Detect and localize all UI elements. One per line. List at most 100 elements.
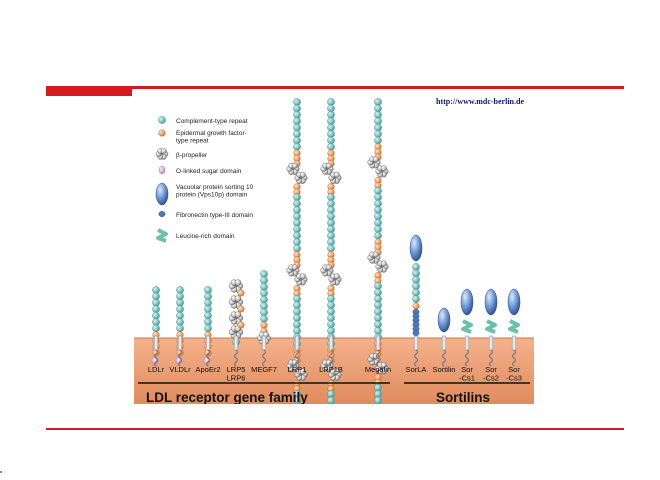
beta-propeller <box>320 162 334 175</box>
receptor-ldlr: LDLr <box>148 286 165 374</box>
complement-repeat <box>412 295 420 303</box>
transmembrane-segment <box>375 335 381 351</box>
complement-repeat <box>152 311 160 320</box>
cytoplasmic-tail <box>153 349 159 367</box>
complement-repeat <box>293 104 301 113</box>
complement-repeat <box>374 130 382 138</box>
receptor-label: LDLr <box>148 365 165 374</box>
complement-repeat <box>158 116 166 124</box>
receptor-label: Sor-Cs1 <box>459 365 475 383</box>
complement-repeat <box>293 199 301 208</box>
complement-repeat <box>327 206 335 214</box>
legend-label-leucine-rich: Leucine-rich domain <box>176 233 235 240</box>
cytoplasmic-tail <box>177 349 183 367</box>
complement-repeat <box>327 314 335 322</box>
complement-repeat <box>204 311 212 320</box>
complement-repeat <box>152 318 160 326</box>
transmembrane-segment <box>205 335 211 351</box>
vps10p-domain <box>155 182 169 206</box>
transmembrane-segment <box>233 335 239 351</box>
complement-repeat <box>293 244 301 253</box>
vps10p-domain <box>409 234 423 262</box>
complement-repeat <box>204 298 212 307</box>
complement-repeat <box>412 282 420 290</box>
complement-repeat <box>293 307 301 316</box>
source-url[interactable]: http://www.mdc-berlin.de <box>436 97 524 106</box>
complement-repeat <box>293 231 301 240</box>
complement-repeat <box>204 286 212 294</box>
complement-repeat <box>204 318 212 326</box>
beta-propeller <box>320 359 334 372</box>
beta-propeller <box>228 279 244 293</box>
complement-repeat <box>327 294 335 303</box>
cytoplasmic-tail <box>464 349 470 367</box>
leucine-rich-domain <box>461 319 473 334</box>
complement-repeat <box>412 263 420 271</box>
transmembrane-segment <box>413 335 419 351</box>
complement-repeat <box>293 238 301 246</box>
header-accent-block <box>46 86 132 96</box>
vps10p-domain <box>437 307 451 333</box>
complement-repeat <box>327 320 335 329</box>
complement-repeat <box>293 117 301 126</box>
complement-repeat <box>152 298 160 307</box>
beta-propeller <box>375 165 389 178</box>
complement-repeat <box>260 302 268 310</box>
transmembrane-segment <box>153 335 159 351</box>
legend-label-o-linked-sugar: O-linked sugar domain <box>176 168 242 175</box>
complement-repeat <box>374 301 382 309</box>
vps10p-domain <box>460 288 474 316</box>
receptor-sor-cs1: Sor-Cs1 <box>459 288 475 383</box>
complement-repeat <box>374 110 382 119</box>
complement-repeat <box>176 286 184 294</box>
complement-repeat <box>374 187 382 195</box>
vps10p-domain <box>507 288 521 316</box>
beta-propeller <box>367 251 381 264</box>
beta-propeller <box>286 162 300 175</box>
complement-repeat <box>374 206 382 214</box>
cytoplasmic-tail <box>294 349 300 367</box>
receptor-label: LRP1B <box>319 365 343 374</box>
legend-label-fibronectin: Fibronectin type-III domain <box>176 212 253 219</box>
complement-repeat <box>293 136 301 145</box>
complement-repeat <box>374 314 382 322</box>
complement-repeat <box>293 206 301 214</box>
egf-repeat <box>260 321 268 329</box>
complement-repeat <box>374 294 382 303</box>
complement-repeat <box>152 305 160 313</box>
complement-repeat <box>374 231 382 240</box>
beta-propeller <box>375 362 389 375</box>
complement-repeat <box>327 218 335 227</box>
complement-repeat <box>176 292 184 301</box>
receptor-apoer2: ApoEr2 <box>195 286 221 374</box>
complement-repeat <box>260 289 268 297</box>
cytoplasmic-tail <box>488 349 494 367</box>
complement-repeat <box>374 98 382 106</box>
complement-repeat <box>327 193 335 201</box>
receptor-sor-cs2: Sor-Cs2 <box>483 288 499 383</box>
transmembrane-segment <box>261 335 267 351</box>
cytoplasmic-tail <box>328 349 334 367</box>
complement-repeat <box>327 390 335 398</box>
cytoplasmic-tail <box>261 349 267 367</box>
complement-repeat <box>260 295 268 304</box>
complement-repeat <box>374 218 382 227</box>
complement-repeat <box>260 276 268 285</box>
complement-repeat <box>260 308 268 317</box>
complement-repeat <box>327 326 335 335</box>
complement-repeat <box>374 199 382 208</box>
complement-repeat <box>260 270 268 278</box>
fibronectin-domain <box>412 329 420 336</box>
complement-repeat <box>327 136 335 145</box>
complement-repeat <box>204 292 212 301</box>
egf-repeat <box>158 129 166 137</box>
egf-repeat <box>237 321 245 329</box>
transmembrane-segment <box>488 335 494 351</box>
leucine-rich-domain <box>485 319 497 334</box>
cytoplasmic-tail <box>511 349 517 367</box>
complement-repeat <box>327 199 335 208</box>
